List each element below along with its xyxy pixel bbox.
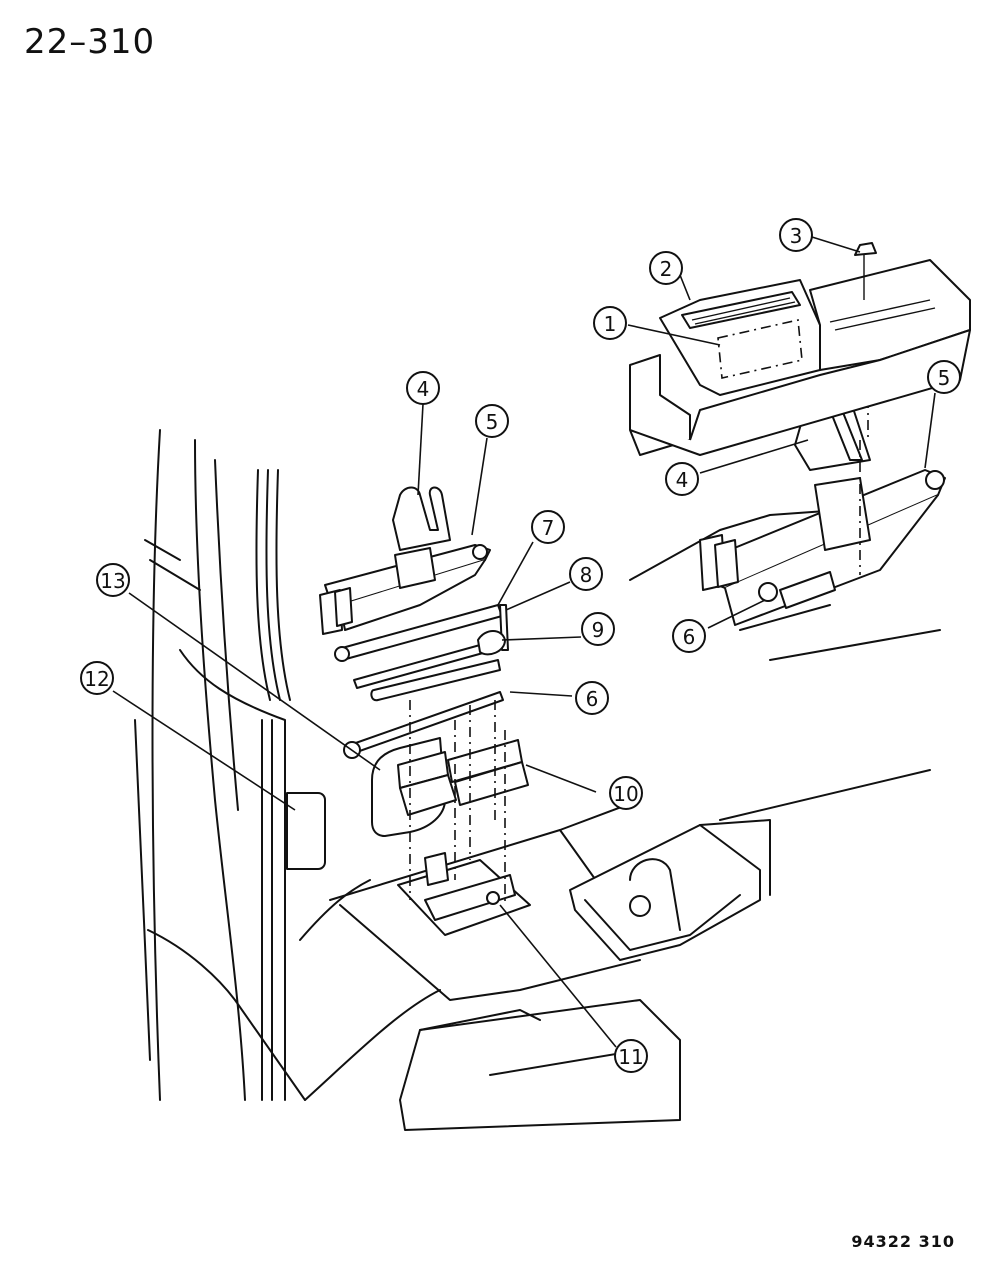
svg-text:5: 5 — [486, 410, 499, 434]
svg-text:2: 2 — [660, 257, 673, 281]
console-bin — [629, 242, 971, 456]
svg-text:13: 13 — [100, 569, 125, 593]
svg-text:11: 11 — [618, 1045, 643, 1069]
callout-10: 10 — [609, 776, 643, 810]
leader-lines — [112, 236, 936, 1048]
callout-8: 8 — [569, 557, 603, 591]
callout-5-right: 5 — [927, 360, 961, 394]
callout-3: 3 — [779, 218, 813, 252]
jack-assembly-left — [319, 486, 491, 635]
svg-text:10: 10 — [613, 782, 638, 806]
svg-text:3: 3 — [790, 224, 803, 248]
svg-text:5: 5 — [938, 366, 951, 390]
cargo-floor — [329, 769, 931, 1131]
callout-4-left: 4 — [406, 371, 440, 405]
svg-text:9: 9 — [592, 618, 605, 642]
callout-9: 9 — [581, 612, 615, 646]
svg-text:1: 1 — [604, 312, 617, 336]
callout-12: 12 — [80, 661, 114, 695]
jack-tools — [334, 604, 509, 759]
jack-assembly-right — [629, 310, 946, 661]
callout-11: 11 — [614, 1039, 648, 1073]
svg-text:4: 4 — [417, 377, 430, 401]
callout-13: 13 — [96, 563, 130, 597]
diagram-code: 94322 310 — [851, 1232, 955, 1251]
svg-text:12: 12 — [84, 667, 109, 691]
svg-text:6: 6 — [586, 687, 599, 711]
svg-text:6: 6 — [683, 625, 696, 649]
storage-bracket — [371, 700, 531, 936]
svg-text:4: 4 — [676, 468, 689, 492]
callout-7: 7 — [531, 510, 565, 544]
page-number: 22–310 — [24, 22, 156, 62]
callout-2: 2 — [649, 251, 683, 285]
svg-text:7: 7 — [542, 516, 555, 540]
callout-1: 1 — [593, 306, 627, 340]
callout-4-right: 4 — [665, 462, 699, 496]
callout-6-left: 6 — [575, 681, 609, 715]
vehicle-side-panel — [134, 429, 441, 1101]
svg-text:8: 8 — [580, 563, 593, 587]
callout-6-right: 6 — [672, 619, 706, 653]
callout-5-left: 5 — [475, 404, 509, 438]
